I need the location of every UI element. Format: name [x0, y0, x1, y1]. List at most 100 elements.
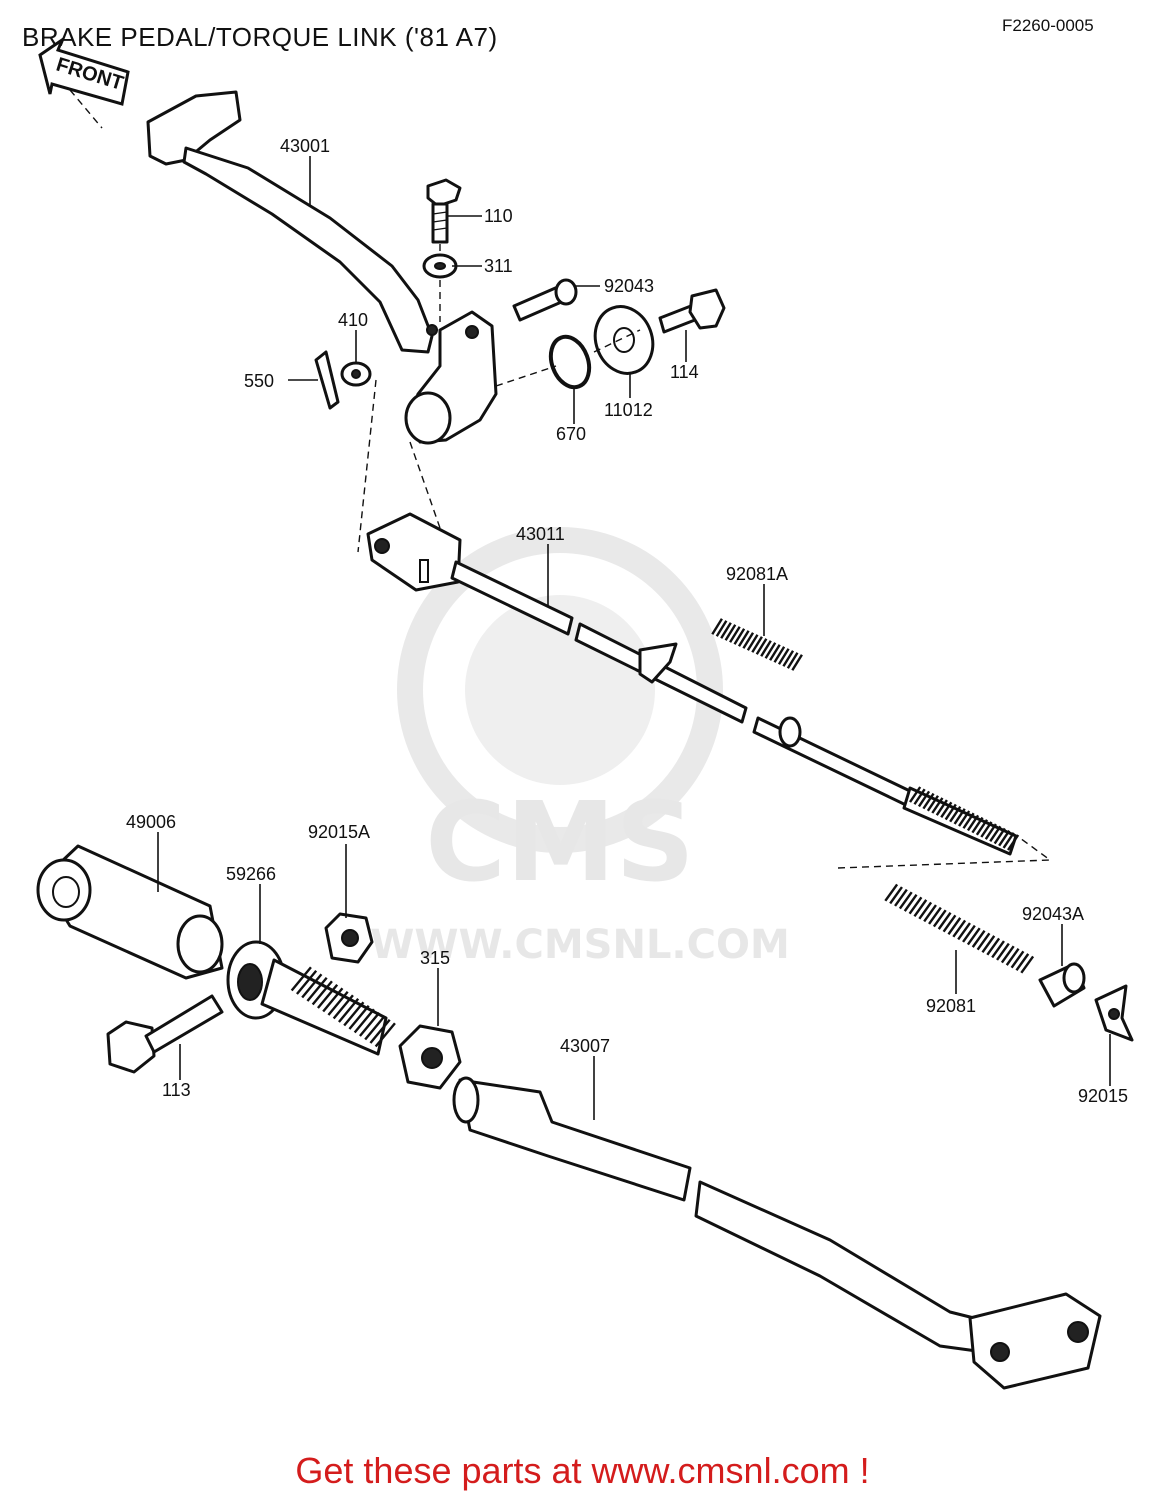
coil-segment	[729, 626, 741, 643]
coil-segment	[949, 805, 962, 823]
cms-watermark: CMS WWW.CMSNL.COM	[370, 527, 790, 968]
coil-segment	[742, 632, 755, 649]
coil-segment	[1000, 945, 1015, 964]
coil-segment	[953, 808, 966, 825]
brake-pedal-43001	[146, 90, 498, 445]
spring-92081	[884, 883, 1035, 974]
coil-segment	[737, 630, 750, 647]
label-110: 110	[484, 206, 513, 226]
footer-promo[interactable]: Get these parts at www.cmsnl.com !	[295, 1450, 870, 1491]
coil-segment	[966, 927, 981, 946]
watermark-url: WWW.CMSNL.COM	[370, 922, 790, 968]
front-arrow-icon: FRONT	[38, 35, 130, 129]
coil-segment	[343, 1001, 365, 1027]
coil-segment	[935, 799, 948, 816]
washer-410-hole	[351, 369, 361, 379]
coil-segment	[942, 914, 957, 933]
label-311: 311	[484, 256, 513, 276]
coil-segment	[884, 883, 899, 902]
coil-segment	[733, 628, 746, 645]
coil-segment	[338, 998, 360, 1023]
cotter-pin-550	[314, 350, 340, 410]
coil-segment	[962, 924, 976, 943]
label-92015A: 92015A	[308, 822, 370, 842]
label-410: 410	[338, 310, 368, 330]
coil-segment	[984, 823, 997, 840]
coil-segment	[952, 919, 967, 938]
coil-segment	[764, 642, 777, 659]
rod-end-59266	[226, 940, 388, 1056]
coil-segment	[889, 886, 903, 905]
label-49006: 49006	[126, 812, 176, 832]
clip-92015	[1094, 984, 1134, 1042]
coil-segment	[746, 634, 759, 651]
coil-segment	[791, 654, 803, 671]
coil-segment	[981, 935, 996, 953]
coil-segment	[311, 980, 333, 1006]
coil-segment	[913, 788, 926, 805]
coil-segment	[986, 937, 1001, 956]
coil-segment	[931, 797, 944, 814]
coil-segment	[751, 636, 763, 653]
coil-segment	[1007, 834, 1020, 851]
coil-segment	[976, 932, 991, 951]
pin-92043	[512, 278, 578, 322]
coil-segment	[374, 1022, 396, 1048]
nut-92015A	[324, 912, 374, 964]
coil-segment	[1005, 948, 1020, 966]
coil-segment	[993, 827, 1006, 845]
coil-segment	[715, 620, 728, 637]
coil-segment	[364, 1015, 386, 1041]
coil-segment	[957, 922, 971, 941]
coil-segment	[947, 917, 962, 935]
bolt-110	[426, 178, 462, 322]
label-114: 114	[670, 362, 699, 382]
coil-segment	[962, 812, 975, 829]
coil-segment	[918, 901, 933, 920]
coil-segment	[1020, 955, 1035, 974]
coil-segment	[928, 906, 942, 925]
coil-segment	[971, 816, 984, 834]
coil-segment	[359, 1012, 381, 1037]
oring-670	[548, 334, 592, 390]
coil-segment	[1015, 953, 1030, 971]
label-92043: 92043	[604, 276, 654, 296]
coil-segment	[909, 786, 922, 803]
label-43001: 43001	[280, 136, 330, 156]
torque-link-43007	[452, 1076, 1102, 1390]
coil-segment	[937, 912, 952, 930]
diagram-title: BRAKE PEDAL/TORQUE LINK ('81 A7)	[22, 22, 498, 52]
coil-segment	[296, 970, 318, 995]
label-550: 550	[244, 371, 274, 391]
coil-segment	[932, 909, 947, 928]
coil-segment	[353, 1008, 375, 1034]
label-59266: 59266	[226, 864, 276, 884]
rod-43011-threads	[909, 786, 1020, 851]
coil-segment	[980, 821, 993, 838]
coil-segment	[782, 650, 795, 667]
coil-segment	[711, 618, 723, 635]
coil-segment	[894, 888, 908, 907]
pin-92043A	[1038, 962, 1086, 1008]
label-670: 670	[556, 424, 586, 444]
label-92015: 92015	[1078, 1086, 1128, 1106]
coil-segment	[971, 930, 986, 948]
label-92081: 92081	[926, 996, 976, 1016]
coil-segment	[898, 891, 913, 910]
coil-segment	[923, 904, 937, 923]
diagram-code: F2260-0005	[1002, 16, 1094, 35]
coil-segment	[975, 819, 988, 836]
eyelet-49006	[36, 844, 224, 980]
coil-segment	[940, 801, 953, 819]
coil-segment	[769, 644, 781, 661]
leader-lines	[157, 156, 1111, 1120]
coil-segment	[290, 966, 312, 992]
nut-311-hole	[434, 262, 446, 270]
coil-segment	[317, 984, 339, 1009]
coil-segment	[348, 1005, 370, 1030]
coil-segment	[922, 792, 935, 810]
watermark-brand: CMS	[425, 778, 694, 906]
coil-segment	[917, 790, 931, 808]
coil-segment	[926, 795, 939, 812]
